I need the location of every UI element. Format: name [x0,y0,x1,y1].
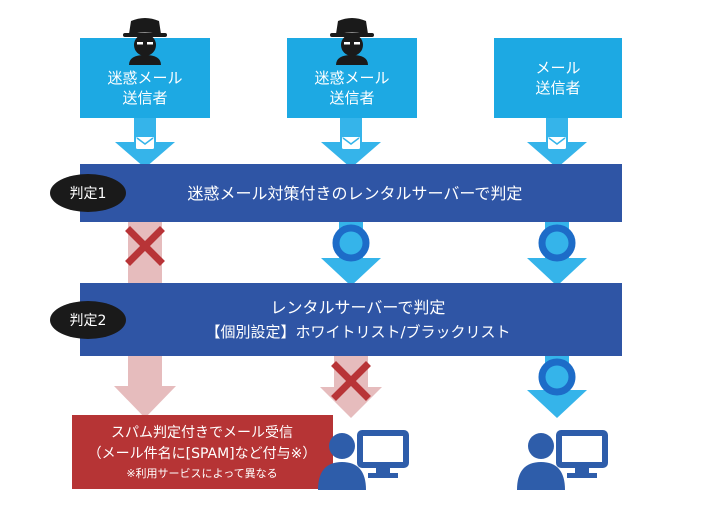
envelope-icon [548,137,566,149]
stage1-badge: 判定1 [50,174,126,212]
envelope-icon [342,137,360,149]
user-computer-icon [517,430,608,490]
stage1-text: 迷惑メール対策付きのレンタルサーバーで判定 [188,184,523,203]
result-line2: （メール件名に[SPAM]など付与※） [88,446,317,462]
stage2-band: レンタルサーバーで判定 【個別設定】ホワイトリスト/ブラックリスト [80,283,622,356]
hacker-icon [330,18,374,65]
stage2-text-line2: 【個別設定】ホワイトリスト/ブラックリスト [205,323,510,341]
stage2-badge: 判定2 [50,301,126,339]
circle-mark-icon [538,224,576,262]
circle-mark-icon [538,358,576,396]
sender-2-label-line2: 送信者 [329,89,374,107]
sender-1-label-line1: 迷惑メール [107,69,182,87]
sender-box-3: メール 送信者 [494,38,622,118]
rejected-arrow-col2 [320,355,382,418]
stage2-badge-label: 判定2 [70,313,107,329]
arrow-col2-stage1-to-stage2 [321,222,381,286]
stage2-text-line1: レンタルサーバーで判定 [271,298,446,317]
circle-mark-icon [332,224,370,262]
envelope-icon [136,137,154,149]
hacker-icon [123,18,167,65]
cross-mark-icon [125,226,165,266]
spam-result-box: スパム判定付きでメール受信 （メール件名に[SPAM]など付与※） ※利用サービ… [72,415,333,489]
arrow-col3-stage1-to-stage2 [527,222,587,286]
sender-2-label-line1: 迷惑メール [314,69,389,87]
sender-3-label-line1: メール [535,59,580,77]
sender-1-label-line2: 送信者 [122,89,167,107]
stage1-badge-label: 判定1 [70,186,107,202]
stage1-band: 迷惑メール対策付きのレンタルサーバーで判定 [80,164,622,222]
user-computer-icon [318,430,409,490]
result-line1: スパム判定付きでメール受信 [111,425,293,441]
sender-3-label-line2: 送信者 [535,79,580,97]
cross-mark-icon [331,361,371,401]
result-line3: ※利用サービスによって異なる [126,467,277,480]
